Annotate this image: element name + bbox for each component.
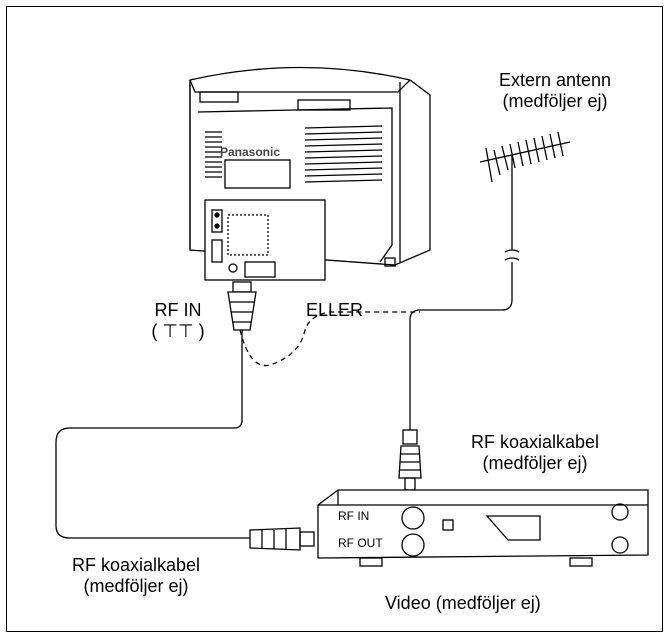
tv-cable-label-line2: (medföljer ej) [83, 575, 189, 596]
vcr-rf-out-label: RF OUT [338, 536, 383, 550]
tv-cable-label: RF koaxialkabel (medföljer ej) [56, 555, 216, 596]
vcr-output-plug [249, 527, 315, 551]
tv-rf-in-symbol: ( ⊤⊤ ) [151, 320, 205, 341]
vcr-box [317, 489, 649, 567]
tv-vents [205, 125, 383, 183]
tv-input-plug [55, 281, 257, 539]
tv-rf-in-label: RF IN [154, 300, 202, 320]
antenna [409, 131, 571, 430]
antenna-label-line2: (medföljer ej) [502, 90, 608, 111]
antenna-label: Extern antenn (medföljer ej) [480, 70, 630, 111]
tv-set [189, 66, 431, 281]
antenna-label-line1: Extern antenn [498, 70, 612, 90]
alt-connection-label: ELLER [306, 300, 364, 320]
tv-brand: Panasonic [220, 145, 281, 159]
vcr-cable-label-line2: (medföljer ej) [482, 452, 588, 473]
vcr-rf-in-label: RF IN [338, 509, 370, 523]
vcr-input-plug [398, 429, 422, 491]
tv-input-label: RF IN ( ⊤⊤ ) [138, 300, 218, 341]
alternative-cable [239, 311, 420, 367]
vcr-caption: Video (medföljer ej) [385, 593, 541, 613]
vcr-cable-label-line1: RF koaxialkabel [470, 432, 600, 452]
tv-cable-label-line1: RF koaxialkabel [71, 555, 201, 575]
vcr-cable-label: RF koaxialkabel (medföljer ej) [455, 432, 615, 473]
